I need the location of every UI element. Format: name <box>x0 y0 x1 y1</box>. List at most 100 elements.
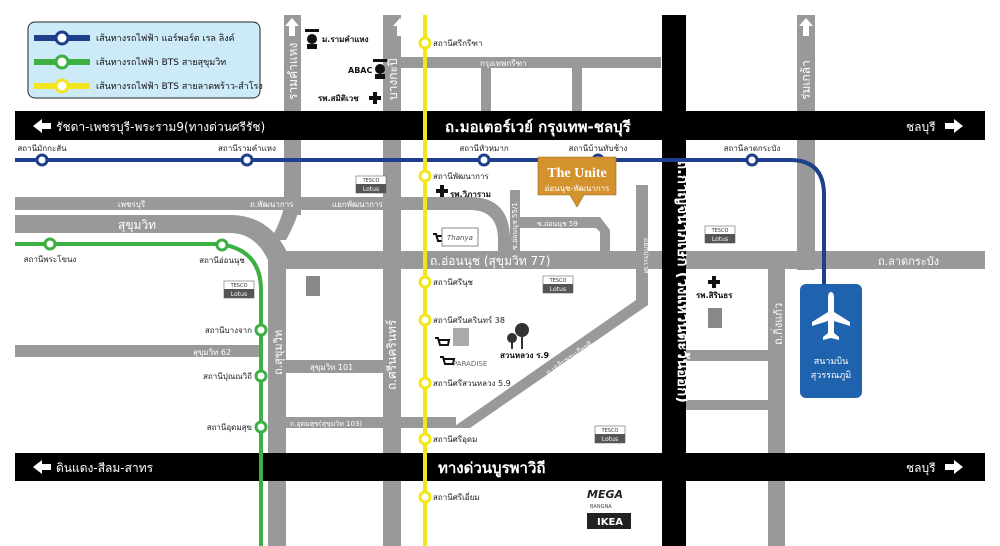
label-soi-59: ซ.อ่อนนุช 59 <box>537 220 578 228</box>
thanya-park-logo <box>441 227 479 247</box>
label-bottom-center: ทางด่วนบูรพาวิถี <box>438 459 545 478</box>
station-marker[interactable] <box>418 36 432 50</box>
legend-station-swatch <box>54 30 70 46</box>
station-marker[interactable] <box>477 153 491 167</box>
label-phetchaburi: เพชรบุรี <box>118 200 146 209</box>
road-sukhumvit-101 <box>286 360 383 373</box>
arrow-right-icon <box>945 119 963 133</box>
hospital-cross-icon <box>708 276 720 288</box>
tesco-lotus-logo: TESCO Lotus <box>223 280 255 299</box>
station-marker[interactable] <box>418 275 432 289</box>
road-soi-55-1 <box>510 190 520 251</box>
station-label: สถานีพัฒนาการ <box>433 172 489 181</box>
station-marker[interactable] <box>240 153 254 167</box>
label-sukhumvit-vertical: ถ.สุขุมวิท <box>272 330 285 375</box>
label-bangkapi: บางกะปิ <box>386 58 400 100</box>
station-label: สถานีศรีเอี่ยม <box>433 491 480 502</box>
label-mega-sub: BANGNA <box>590 504 612 510</box>
label-sukhumvit-101: สุขุมวิท 101 <box>310 363 353 372</box>
arrow-left-icon <box>33 119 51 133</box>
legend-label: เส้นทางรถไฟฟ้า BTS สายสุขุมวิท <box>96 57 226 68</box>
stations: สถานีมักกะสันสถานีรามคำแหงสถานีหัวหมากสถ… <box>17 36 781 504</box>
legend-station-swatch <box>54 54 70 70</box>
suvarnabhumi-airport[interactable]: สนามบิน สุวรรณภูมิ <box>800 284 862 398</box>
label-chaloem-phrakiat: ถ.เฉลิมพระเกียรติ <box>545 340 594 377</box>
ikea-logo <box>587 513 631 529</box>
label-wikaram: รพ.วิภาราม <box>450 190 491 199</box>
station-marker[interactable] <box>418 169 432 183</box>
arrow-right-icon <box>945 460 963 474</box>
label-samitivej: รพ.สมิติเวช <box>318 94 359 103</box>
arrow-up-icon <box>393 18 407 36</box>
label-tesco: TESCO <box>601 428 619 434</box>
station-label: สถานีบ้านทับช้าง <box>569 144 628 153</box>
station-label: สถานีศรีกรีฑา <box>433 39 482 48</box>
legend-station-swatch <box>54 78 70 94</box>
label-sukhumvit: สุขุมวิท <box>118 218 156 233</box>
label-soi-55-1: ซ.อ่อนนุช 55/1 <box>511 202 519 250</box>
label-top-left: รัชดา-เพชรบุรี-พระราม9(ทางด่วนศรีรัช) <box>56 120 265 135</box>
station-label: สถานีพระโขนง <box>24 254 77 264</box>
airport-name-1: สนามบิน <box>814 356 849 367</box>
label-tesco: TESCO <box>230 283 248 289</box>
station-marker[interactable] <box>35 153 49 167</box>
label-paradise: PARADISE <box>453 360 487 368</box>
station-marker[interactable] <box>418 313 432 327</box>
label-bottom-left: ดินแดง-สีลม-สาทร <box>56 461 154 475</box>
label-kanchanaphisek: ถ.กาญจนาภิเษก (วงแหวนตะวันออก) <box>674 160 692 403</box>
station-marker[interactable] <box>418 490 432 504</box>
station-marker[interactable] <box>254 369 268 383</box>
label-top-center: ถ.มอเตอร์เวย์ กรุงเทพ-ชลบุรี <box>445 118 632 137</box>
station-label: สถานีศรีนครินทร์ 38 <box>433 315 505 325</box>
station-marker[interactable] <box>745 153 759 167</box>
label-suan-luang: สวนหลวง ร.9 <box>500 351 550 360</box>
station-label: สถานีศรีนุช <box>433 278 474 287</box>
station-marker[interactable] <box>43 237 57 251</box>
label-tesco: TESCO <box>362 178 380 184</box>
label-romklao: ร่มเกล้า <box>799 60 813 100</box>
shopping-cart-icon <box>440 356 456 365</box>
station-label: สถานีลาดกระบัง <box>724 144 781 153</box>
label-lat-krabang: ถ.ลาดกระบัง <box>878 255 939 268</box>
station-marker[interactable] <box>254 420 268 434</box>
hospital-cross-icon <box>436 185 448 197</box>
arrow-up-icon <box>285 18 299 36</box>
label-top-right: ชลบุรี <box>906 120 936 135</box>
label-lotus: Lotus <box>231 291 247 298</box>
station-label: สถานีมักกะสัน <box>17 144 67 153</box>
label-bottom-right: ชลบุรี <box>906 461 936 476</box>
label-phatthanakan: ถ.พัฒนาการ <box>250 200 294 209</box>
station-label: สถานีรามคำแหง <box>218 144 276 153</box>
label-lotus: Lotus <box>550 286 566 293</box>
road-romklao <box>797 15 815 270</box>
station-label: สถานีอ่อนนุช <box>199 256 245 265</box>
label-tesco: TESCO <box>711 228 729 234</box>
hospital-cross-icon <box>369 92 381 104</box>
kanchanaphisek-road <box>662 15 686 546</box>
station-marker[interactable] <box>418 432 432 446</box>
label-lotus: Lotus <box>363 186 379 193</box>
project-name: The Unite <box>547 166 607 181</box>
label-ram-university: ม.รามคำแหง <box>322 35 369 44</box>
graduation-cap-icon <box>373 59 387 79</box>
station-label: สถานีปุณณวิถี <box>203 372 252 381</box>
station-marker[interactable] <box>254 323 268 337</box>
mega-bangna-logo: MEGA <box>587 488 623 501</box>
station-marker[interactable] <box>215 238 229 252</box>
project-subtitle: อ่อนนุช-พัฒนาการ <box>545 184 611 193</box>
label-on-nut: ถ.อ่อนนุช (สุขุมวิท 77) <box>430 254 550 269</box>
legend-label: เส้นทางรถไฟฟ้า BTS สายลาดพร้าว-สำโรง <box>96 81 263 92</box>
label-thanya: Thanya <box>447 234 473 242</box>
station-label: สถานีศรีอุดม <box>433 435 477 444</box>
road-phetchaburi <box>15 197 510 251</box>
project-marker[interactable]: The Unite อ่อนนุช-พัฒนาการ <box>537 156 617 208</box>
label-ikea: IKEA <box>597 517 623 528</box>
station-marker[interactable] <box>418 376 432 390</box>
road-udomsuk <box>286 417 456 428</box>
airplane-icon <box>812 292 850 340</box>
legend: เส้นทางรถไฟฟ้า แอร์พอร์ต เรล ลิงค์เส้นทา… <box>27 21 263 99</box>
